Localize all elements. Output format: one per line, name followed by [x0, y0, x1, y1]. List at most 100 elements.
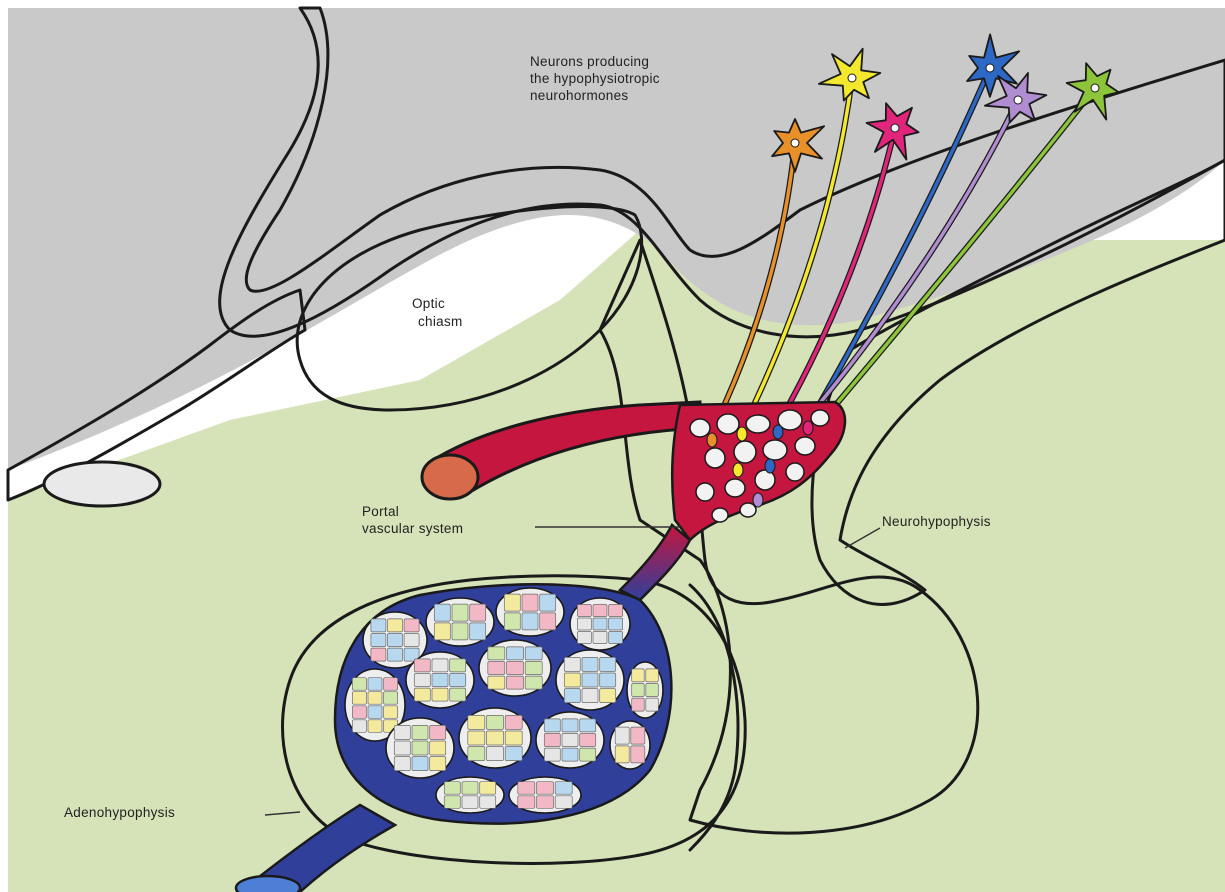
- plexus-opening: [725, 479, 745, 497]
- secretory-cell: [384, 678, 398, 691]
- secretory-cell: [488, 676, 505, 689]
- secretory-cell: [522, 613, 538, 630]
- secretory-cell: [537, 782, 554, 795]
- plexus-opening: [763, 440, 787, 460]
- secretory-cell: [544, 734, 560, 747]
- secretory-cell: [352, 720, 366, 733]
- neurohypophysis-label: Neurohypophysis: [882, 514, 991, 529]
- secretory-cell: [615, 727, 629, 744]
- secretory-cell: [593, 618, 607, 630]
- neuron-nucleus: [848, 74, 856, 82]
- cell-lobule: [406, 652, 474, 708]
- secretory-cell: [434, 604, 450, 621]
- cell-lobule: [426, 598, 494, 646]
- secretory-cell: [525, 676, 542, 689]
- secretory-cell: [368, 678, 382, 691]
- secretory-cell: [507, 676, 524, 689]
- secretory-cell: [580, 734, 596, 747]
- secretory-cell: [480, 796, 496, 809]
- secretory-cell: [564, 673, 580, 687]
- secretory-cell: [470, 604, 486, 621]
- secretory-cell: [368, 706, 382, 719]
- secretory-cell: [564, 657, 580, 671]
- cell-lobule: [496, 588, 564, 636]
- secretory-cell: [505, 731, 522, 745]
- secretory-cell: [450, 659, 466, 672]
- secretory-cell: [555, 796, 572, 809]
- secretory-cell: [631, 746, 645, 763]
- secretory-cell: [487, 715, 504, 729]
- secretory-cell: [593, 605, 607, 617]
- secretory-cell: [593, 632, 607, 644]
- secretory-cell: [562, 734, 578, 747]
- secretory-cell: [562, 748, 578, 761]
- secretory-cell: [518, 796, 535, 809]
- secretory-cell: [580, 748, 596, 761]
- axon-terminal: [753, 493, 763, 507]
- portal-label-line1: Portal: [362, 504, 399, 519]
- secretory-cell: [388, 619, 403, 632]
- axon-terminal: [737, 427, 747, 441]
- secretory-cell: [430, 757, 446, 771]
- axon-terminal: [773, 425, 783, 439]
- secretory-cell: [468, 715, 485, 729]
- secretory-cell: [609, 618, 623, 630]
- secretory-cell: [544, 719, 560, 732]
- secretory-cell: [412, 725, 428, 739]
- secretory-cell: [434, 623, 450, 640]
- secretory-cell: [450, 674, 466, 687]
- secretory-cell: [452, 623, 468, 640]
- secretory-cell: [632, 669, 645, 682]
- secretory-cell: [368, 720, 382, 733]
- secretory-cell: [577, 605, 591, 617]
- secretory-cell: [577, 632, 591, 644]
- secretory-cell: [582, 673, 598, 687]
- secretory-cell: [452, 604, 468, 621]
- optic-chiasm-label-line2: chiasm: [418, 314, 463, 329]
- secretory-cell: [507, 647, 524, 660]
- artery-cross-section: [422, 455, 478, 499]
- axon-terminal: [707, 433, 717, 447]
- plexus-opening: [746, 415, 770, 433]
- secretory-cell: [582, 689, 598, 703]
- plexus-opening: [690, 419, 710, 437]
- plexus-opening: [696, 483, 714, 501]
- secretory-cell: [632, 698, 645, 711]
- secretory-cell: [504, 594, 520, 611]
- secretory-cell: [525, 647, 542, 660]
- cell-lobule: [459, 708, 531, 768]
- secretory-cell: [540, 594, 556, 611]
- secretory-cell: [388, 648, 403, 661]
- secretory-cell: [352, 678, 366, 691]
- secretory-cell: [537, 796, 554, 809]
- secretory-cell: [582, 657, 598, 671]
- neuron-nucleus: [1014, 96, 1022, 104]
- secretory-cell: [631, 727, 645, 744]
- cell-lobule: [436, 777, 504, 813]
- secretory-cell: [412, 757, 428, 771]
- secretory-cell: [404, 634, 419, 647]
- secretory-cell: [525, 662, 542, 675]
- secretory-cell: [462, 782, 478, 795]
- secretory-cell: [444, 796, 460, 809]
- plexus-opening: [712, 508, 728, 522]
- secretory-cell: [504, 613, 520, 630]
- secretory-cell: [600, 657, 616, 671]
- neurons-label-line1: Neurons producing: [530, 54, 649, 69]
- secretory-cell: [609, 632, 623, 644]
- secretory-cell: [432, 688, 448, 701]
- secretory-cell: [352, 692, 366, 705]
- secretory-cell: [562, 719, 578, 732]
- secretory-cell: [522, 594, 538, 611]
- neurons-label-line3: neurohormones: [530, 88, 628, 103]
- secretory-cell: [577, 618, 591, 630]
- secretory-cell: [544, 748, 560, 761]
- secretory-cell: [518, 782, 535, 795]
- portal-label-line2: vascular system: [362, 521, 463, 536]
- secretory-cell: [480, 782, 496, 795]
- plexus-opening: [705, 448, 725, 468]
- axon-terminal: [765, 459, 775, 473]
- secretory-cell: [555, 782, 572, 795]
- secretory-cell: [412, 741, 428, 755]
